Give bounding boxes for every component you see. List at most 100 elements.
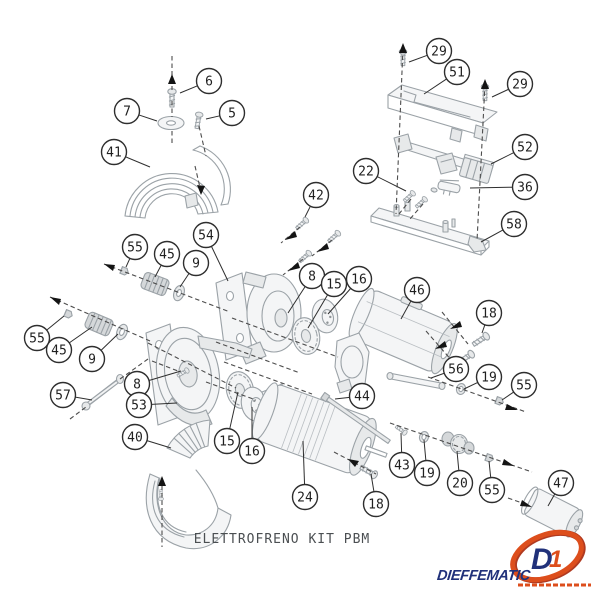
callout-circle-52 — [511, 133, 539, 161]
screws-42-trio — [293, 215, 343, 265]
callout-number-51: 51 — [449, 66, 465, 81]
callout-leader-55 — [488, 460, 492, 478]
callout-number-42: 42 — [308, 189, 324, 204]
callout-circle-55 — [478, 476, 506, 504]
callout-number-5: 5 — [228, 107, 236, 122]
callout-circle-20 — [446, 469, 474, 497]
callout-leader-29 — [408, 54, 428, 63]
callout-leader-52 — [490, 152, 515, 165]
capacitor-47 — [521, 486, 584, 538]
callout-circle-55 — [23, 324, 51, 352]
callout-leader-44 — [334, 396, 350, 400]
brake-shoe-40 — [166, 419, 211, 459]
callout-number-58: 58 — [506, 218, 522, 233]
logo-monogram-accent: 1 — [549, 546, 562, 573]
callout-circle-46 — [403, 276, 431, 304]
callout-leader-41 — [125, 156, 151, 168]
callout-circle-9 — [182, 249, 210, 277]
callout-leader-45 — [154, 264, 162, 278]
callout-number-46: 46 — [409, 284, 425, 299]
callout-number-54: 54 — [198, 229, 214, 244]
callout-leader-43 — [400, 432, 403, 453]
callout-leader-20 — [456, 450, 460, 471]
callout-number-29: 29 — [431, 45, 447, 60]
callout-leader-19 — [463, 381, 478, 390]
callout-leader-56 — [430, 372, 445, 379]
callout-leader-8 — [148, 370, 182, 381]
callout-number-55: 55 — [29, 332, 45, 347]
callout-leader-5 — [205, 115, 220, 120]
callout-number-7: 7 — [123, 105, 131, 120]
callout-number-36: 36 — [517, 181, 533, 196]
callout-number-9: 9 — [192, 257, 200, 272]
callout-number-41: 41 — [106, 146, 122, 161]
callout-number-20: 20 — [452, 477, 468, 492]
callout-leader-19 — [423, 439, 427, 461]
washer-7 — [157, 115, 185, 131]
cap-55c — [494, 396, 505, 407]
housing-53 — [145, 323, 253, 427]
callout-circle-19 — [475, 363, 503, 391]
cap-55a — [119, 266, 131, 277]
callout-number-52: 52 — [517, 141, 533, 156]
callout-circle-29 — [425, 37, 453, 65]
screw-18-upper-a — [470, 330, 492, 349]
callout-circle-15 — [320, 270, 348, 298]
spring-row-lower — [63, 309, 131, 342]
terminal-block-52 — [459, 153, 495, 184]
callout-number-16: 16 — [244, 445, 260, 460]
callout-leader-18 — [370, 473, 375, 492]
callout-number-40: 40 — [127, 431, 143, 446]
callout-leader-9 — [179, 273, 190, 288]
callout-circle-19 — [413, 459, 441, 487]
washer-9a — [171, 283, 187, 303]
callout-leader-29 — [491, 88, 509, 98]
callout-circle-56 — [442, 355, 470, 383]
callout-number-15: 15 — [326, 278, 342, 293]
callout-circle-45 — [153, 240, 181, 268]
callout-leader-45 — [68, 326, 93, 344]
tie-bolt-44 — [320, 391, 391, 444]
callout-circle-16 — [238, 437, 266, 465]
end-bracket-54 — [215, 271, 302, 365]
top-fastener-group — [157, 88, 204, 131]
logo-brand-text: DIEFFEMATIC — [436, 568, 531, 584]
callout-circle-47 — [547, 469, 575, 497]
brake-band-41 — [124, 145, 231, 219]
screw-5 — [192, 111, 204, 130]
callout-number-15: 15 — [219, 435, 235, 450]
callout-number-19: 19 — [419, 467, 435, 482]
spring-45b — [83, 310, 115, 338]
callout-circle-18 — [362, 490, 390, 518]
callout-number-18: 18 — [481, 307, 497, 322]
callout-leader-22 — [376, 176, 407, 192]
callout-leader-53 — [151, 402, 178, 405]
lever-57 — [81, 373, 125, 411]
callout-circle-55 — [121, 233, 149, 261]
callout-number-45: 45 — [51, 344, 67, 359]
washer-9b — [113, 322, 131, 342]
callout-leader-15 — [307, 294, 329, 329]
callout-number-16: 16 — [351, 273, 367, 288]
callout-leader-40 — [146, 440, 172, 449]
callout-leader-9 — [100, 333, 119, 351]
callout-circle-42 — [302, 181, 330, 209]
callout-number-9: 9 — [88, 353, 96, 368]
callout-circle-51 — [443, 58, 471, 86]
logo-ring — [510, 529, 584, 583]
callout-number-53: 53 — [131, 399, 147, 414]
callout-leader-18 — [481, 324, 486, 334]
callout-circle-45 — [45, 336, 73, 364]
callout-number-45: 45 — [159, 248, 175, 263]
callout-number-19: 19 — [481, 371, 497, 386]
dieffematic-logo: D 1 DIEFFEMATIC — [436, 529, 591, 587]
callout-circle-22 — [352, 157, 380, 185]
callout-circle-29 — [506, 70, 534, 98]
callout-number-8: 8 — [133, 378, 141, 393]
logo-monogram: D — [531, 543, 553, 576]
callout-number-24: 24 — [297, 491, 313, 506]
callout-leader-55 — [46, 315, 65, 331]
callout-circle-24 — [291, 483, 319, 511]
callout-number-55: 55 — [484, 484, 500, 499]
